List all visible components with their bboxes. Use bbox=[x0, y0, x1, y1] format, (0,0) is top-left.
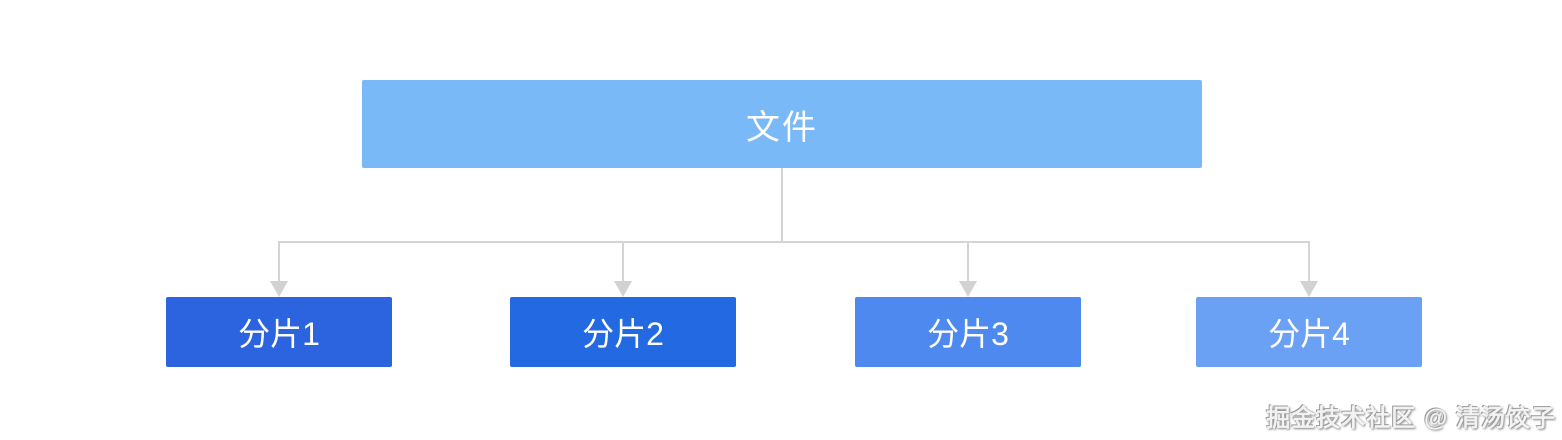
arrow-down-icon bbox=[1300, 281, 1318, 297]
shard-node-4-label: 分片4 bbox=[1268, 316, 1350, 352]
watermark: 掘金技术社区 @ 清汤饺子 bbox=[1266, 405, 1556, 432]
connector-drop-4 bbox=[1308, 242, 1310, 284]
file-node-label: 文件 bbox=[746, 108, 818, 147]
shard-node-4: 分片4 bbox=[1196, 297, 1422, 367]
connector-drop-2 bbox=[622, 242, 624, 284]
shard-node-2: 分片2 bbox=[510, 297, 736, 367]
shard-node-3-label: 分片3 bbox=[927, 316, 1009, 352]
shard-node-2-label: 分片2 bbox=[582, 316, 664, 352]
connector-stem bbox=[781, 168, 783, 243]
shard-node-1: 分片1 bbox=[166, 297, 392, 367]
shard-node-1-label: 分片1 bbox=[238, 316, 320, 352]
connector-horizontal bbox=[278, 241, 1310, 243]
connector-drop-1 bbox=[278, 242, 280, 284]
file-node: 文件 bbox=[362, 80, 1202, 168]
arrow-down-icon bbox=[614, 281, 632, 297]
arrow-down-icon bbox=[270, 281, 288, 297]
arrow-down-icon bbox=[959, 281, 977, 297]
connector-drop-3 bbox=[967, 242, 969, 284]
shard-node-3: 分片3 bbox=[855, 297, 1081, 367]
